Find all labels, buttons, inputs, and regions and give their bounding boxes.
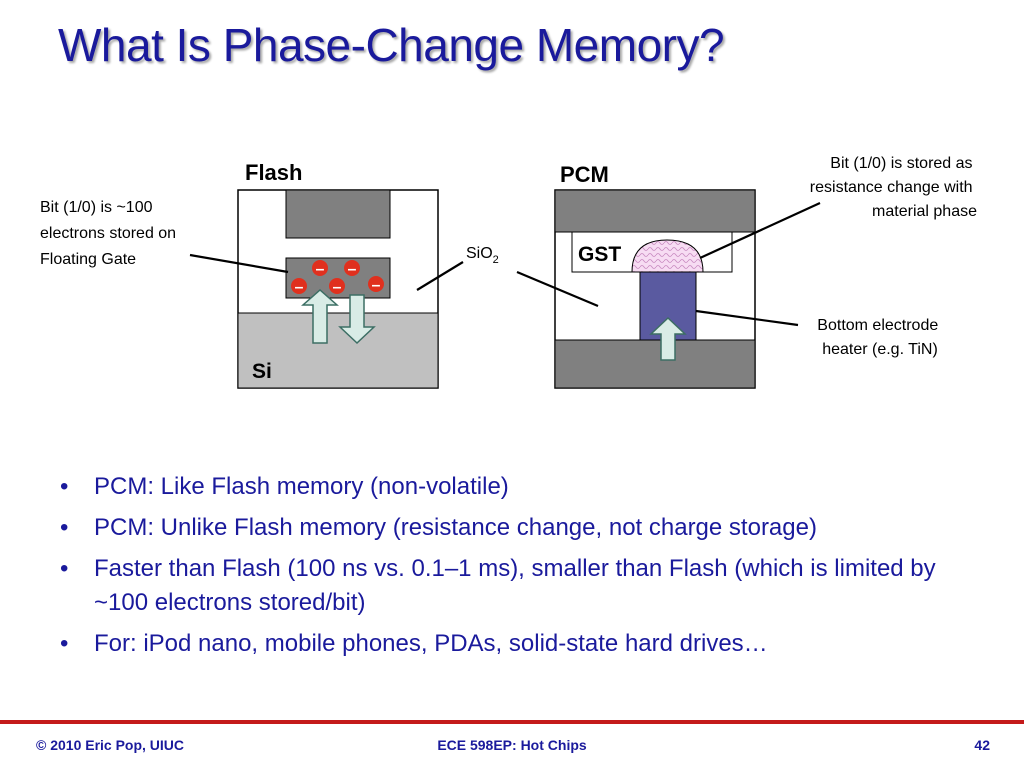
si-substrate [237, 312, 439, 389]
electron-icon: – [344, 260, 360, 278]
footer-divider [0, 720, 1024, 724]
bullet-item: • PCM: Like Flash memory (non-volatile) [58, 470, 988, 504]
arrow-up-icon [649, 316, 687, 361]
note-heater: Bottom electrode heater (e.g. TiN) [817, 317, 942, 358]
arrow-down-icon [338, 294, 376, 345]
bullet-dot-icon: • [60, 555, 69, 582]
top-electrode [554, 189, 756, 233]
electron-icon: – [368, 276, 384, 294]
bullet-text: PCM: Like Flash memory (non-volatile) [94, 473, 509, 500]
bullet-dot-icon: • [60, 473, 69, 500]
si-label: Si [252, 360, 272, 383]
bullet-text: PCM: Unlike Flash memory (resistance cha… [94, 514, 817, 541]
svg-text:–: – [372, 277, 381, 294]
bottom-electrode [554, 339, 756, 389]
footer-course: ECE 598EP: Hot Chips [437, 737, 587, 753]
bullet-text: Faster than Flash (100 ns vs. 0.1–1 ms),… [94, 555, 936, 616]
footer-copyright: © 2010 Eric Pop, UIUC [36, 737, 185, 753]
bullet-list: • PCM: Like Flash memory (non-volatile) •… [58, 470, 988, 668]
svg-text:–: – [348, 261, 357, 278]
bullet-item: • For: iPod nano, mobile phones, PDAs, so… [58, 627, 988, 661]
electrons: – – – – – [291, 260, 384, 296]
bullet-dot-icon: • [60, 514, 69, 541]
control-gate [285, 189, 391, 239]
note-flash: Bit (1/0) is ~100 electrons stored on Fl… [40, 199, 181, 268]
sio2-label: SiO2 [466, 245, 499, 266]
pcm-label: PCM [560, 162, 609, 187]
flash-cell: – – – – – Flash Si [237, 160, 439, 389]
slide-title: What Is Phase-Change Memory? [58, 19, 725, 71]
svg-text:–: – [316, 261, 325, 278]
electron-icon: – [329, 278, 345, 296]
pcm-cell: PCM GST [554, 162, 756, 389]
bullet-item: • Faster than Flash (100 ns vs. 0.1–1 ms)… [58, 552, 988, 620]
pointer-lines [189, 202, 821, 327]
flash-label: Flash [245, 160, 302, 185]
note-pcm: Bit (1/0) is stored as resistance change… [810, 155, 977, 220]
electron-icon: – [291, 278, 307, 296]
arrow-up-icon [301, 288, 339, 344]
bullet-text: For: iPod nano, mobile phones, PDAs, sol… [94, 630, 768, 657]
amorphous-dome [631, 239, 704, 273]
svg-text:–: – [295, 279, 304, 296]
svg-text:–: – [333, 279, 342, 296]
bullet-dot-icon: • [60, 630, 69, 657]
page-number: 42 [974, 737, 990, 753]
gst-label: GST [578, 243, 621, 266]
electron-icon: – [312, 260, 328, 278]
phase-change-diagram: – – – – – Flash Si PCM GST SiO2 [40, 155, 977, 389]
bullet-item: • PCM: Unlike Flash memory (resistance ch… [58, 511, 988, 545]
